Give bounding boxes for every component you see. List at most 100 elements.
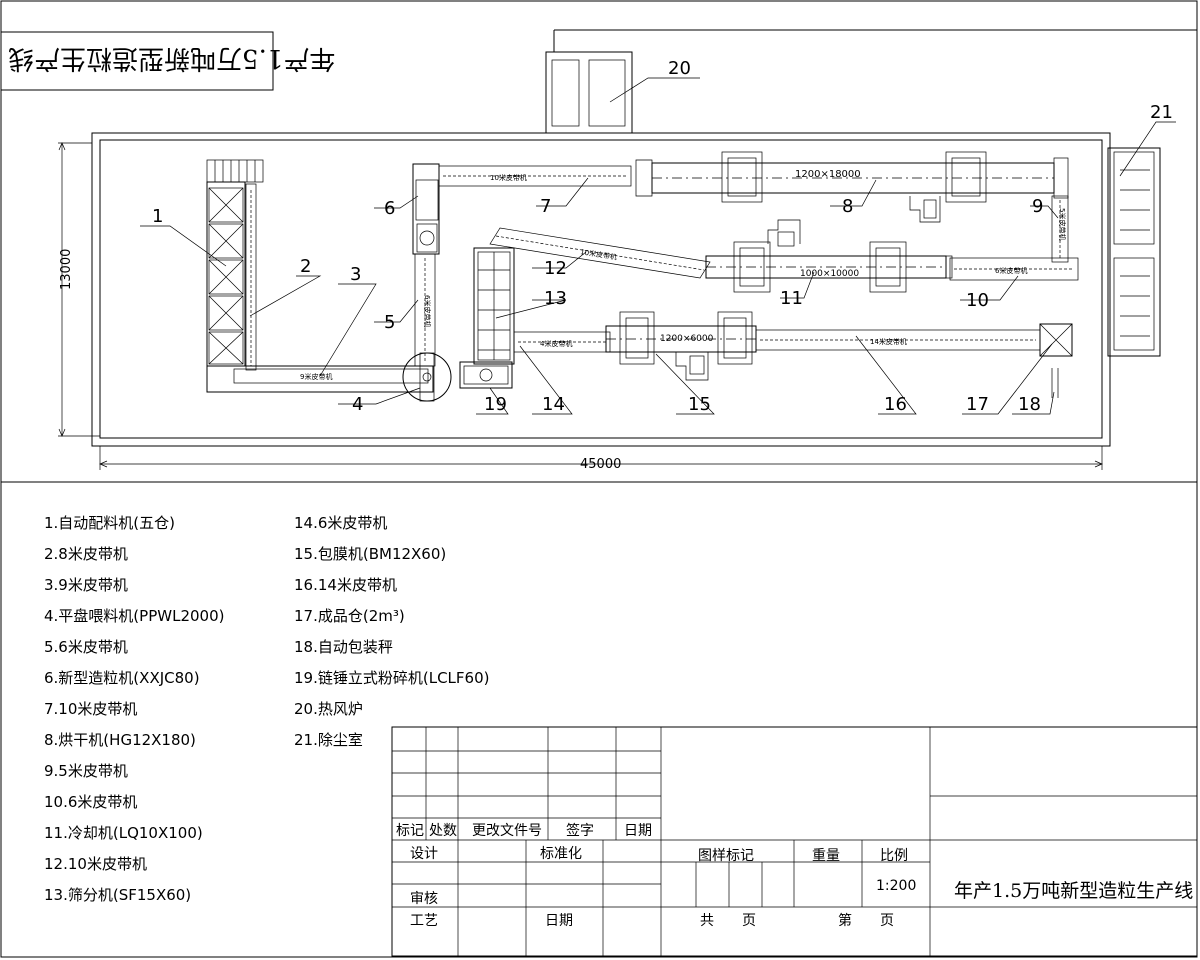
- conveyor-label-c10: 6米皮带机: [995, 266, 1027, 275]
- callout-4: 4: [352, 394, 363, 415]
- legend-item: 6.新型造粒机(XXJC80): [44, 669, 200, 687]
- callout-6: 6: [384, 198, 395, 219]
- coating-machine: 1200×6000: [605, 311, 757, 381]
- conveyor-6m-horizontal: 6米皮带机: [949, 257, 1079, 281]
- product-bin: [1039, 323, 1073, 357]
- legend-item: 21.除尘室: [294, 731, 363, 749]
- tb-mark: 标记: [396, 823, 424, 839]
- legend-item: 9.5米皮带机: [44, 762, 128, 780]
- conveyor-9m: 9米皮带机: [206, 365, 434, 393]
- callout-9: 9: [1032, 196, 1043, 217]
- legend-item: 2.8米皮带机: [44, 545, 128, 563]
- conveyor-label-c16: 14米皮带机: [870, 337, 907, 346]
- packing-scale: [1051, 368, 1059, 398]
- conveyor-5m: 5米皮带机: [1051, 195, 1069, 263]
- legend-item: 12.10米皮带机: [44, 855, 147, 873]
- callout-21: 21: [1150, 102, 1173, 123]
- callout-10: 10: [966, 290, 989, 311]
- tb-scale: 1:200: [876, 878, 917, 894]
- callout-17: 17: [966, 394, 989, 415]
- tb-count: 处数: [429, 823, 457, 839]
- callout-8: 8: [842, 196, 853, 217]
- tb-date2: 日期: [545, 913, 573, 929]
- callout-numbers: 1 2 3 4 5 6 7 8 9 10 11 12 13 14 19 15 1…: [152, 58, 1173, 415]
- legend-right: 14.6米皮带机 15.包膜机(BM12X60) 16.14米皮带机 17.成品…: [294, 508, 489, 756]
- cooler-size-label: 1000×10000: [800, 269, 859, 279]
- tb-process: 工艺: [410, 913, 438, 929]
- legend-item: 19.链锤立式粉碎机(LCLF60): [294, 669, 490, 687]
- callout-18: 18: [1018, 394, 1041, 415]
- tb-scale-label: 比例: [880, 848, 908, 864]
- cooler: 1000×10000: [705, 219, 953, 293]
- legend-item: 18.自动包装秤: [294, 638, 393, 656]
- legend-item: 20.热风炉: [294, 700, 363, 718]
- conveyor-4m: 4米皮带机: [513, 331, 611, 353]
- callout-2: 2: [300, 256, 311, 277]
- callout-20: 20: [668, 58, 691, 79]
- conveyor-6m-vertical: 6米皮带机: [414, 253, 436, 367]
- tb-doc: 更改文件号: [472, 823, 542, 839]
- callout-12: 12: [544, 258, 567, 279]
- dryer: 1200×18000: [635, 151, 1069, 223]
- tb-pattern: 图样标记: [698, 848, 754, 864]
- tb-drawing-title: 年产1.5万吨新型造粒生产线: [954, 880, 1194, 902]
- callout-3: 3: [350, 264, 361, 285]
- dryer-size-label: 1200×18000: [795, 169, 861, 180]
- tb-review: 审核: [410, 891, 438, 907]
- legend-item: 8.烘干机(HG12X180): [44, 731, 196, 749]
- dimension-lines: 13000 45000: [58, 142, 1103, 472]
- callout-5: 5: [384, 312, 395, 333]
- tb-design: 设计: [410, 846, 438, 862]
- legend-item: 13.筛分机(SF15X60): [44, 886, 192, 904]
- conveyor-label-c7: 10米皮带机: [490, 173, 527, 182]
- legend-item: 3.9米皮带机: [44, 576, 128, 594]
- tb-standard: 标准化: [540, 846, 582, 862]
- callout-1: 1: [152, 206, 163, 227]
- callout-19: 19: [484, 394, 507, 415]
- conveyor-10m-top: 10米皮带机: [438, 165, 632, 187]
- conveyor-14m: 14米皮带机: [755, 329, 1041, 351]
- callout-15: 15: [688, 394, 711, 415]
- tb-date: 日期: [624, 823, 652, 839]
- callout-11: 11: [780, 288, 803, 309]
- coater-size-label: 1200×6000: [660, 334, 714, 344]
- legend-item: 7.10米皮带机: [44, 700, 138, 718]
- legend-item: 17.成品仓(2m³): [294, 607, 405, 625]
- tb-sign: 签字: [566, 823, 594, 839]
- hot-air-furnace: [545, 29, 1197, 134]
- dim-width: 45000: [580, 457, 621, 472]
- granulator: [412, 163, 440, 255]
- legend-item: 5.6米皮带机: [44, 638, 128, 656]
- conveyor-label-c5: 6米皮带机: [423, 295, 432, 327]
- legend-item: 4.平盘喂料机(PPWL2000): [44, 607, 225, 625]
- legend-item: 10.6米皮带机: [44, 793, 138, 811]
- conveyor-10m-inclined: 10米皮带机: [489, 227, 711, 279]
- conveyor-label-c3: 9米皮带机: [300, 372, 332, 381]
- conveyor-label-c14: 4米皮带机: [540, 339, 572, 348]
- mirrored-title-box: [0, 31, 274, 91]
- leader-lines: [140, 77, 1176, 415]
- chain-crusher: [459, 361, 513, 389]
- conveyor-label-c9: 5米皮带机: [1058, 208, 1067, 240]
- callout-7: 7: [540, 196, 551, 217]
- callout-16: 16: [884, 394, 907, 415]
- legend-item: 16.14米皮带机: [294, 576, 397, 594]
- mirrored-drawing-title: 年产1.5万吨新型造粒生产线: [8, 43, 336, 73]
- legend-item: 15.包膜机(BM12X60): [294, 545, 447, 563]
- dust-removal-room: [1107, 147, 1161, 357]
- conveyor-8m: [245, 183, 257, 371]
- legend-left: 1.自动配料机(五仓) 2.8米皮带机 3.9米皮带机 4.平盘喂料机(PPWL…: [44, 508, 224, 911]
- building-inner: [99, 139, 1103, 439]
- title-block-grid: [391, 726, 1198, 957]
- callout-14: 14: [542, 394, 565, 415]
- tb-total-pages: 共 页: [700, 913, 756, 929]
- auto-batching-machine: [206, 159, 264, 367]
- screening-machine: [473, 247, 515, 365]
- tb-weight: 重量: [812, 848, 840, 864]
- dim-height: 13000: [59, 249, 74, 290]
- legend-item: 11.冷却机(LQ10X100): [44, 824, 203, 842]
- tb-page: 第 页: [838, 913, 894, 929]
- legend-item: 14.6米皮带机: [294, 514, 388, 532]
